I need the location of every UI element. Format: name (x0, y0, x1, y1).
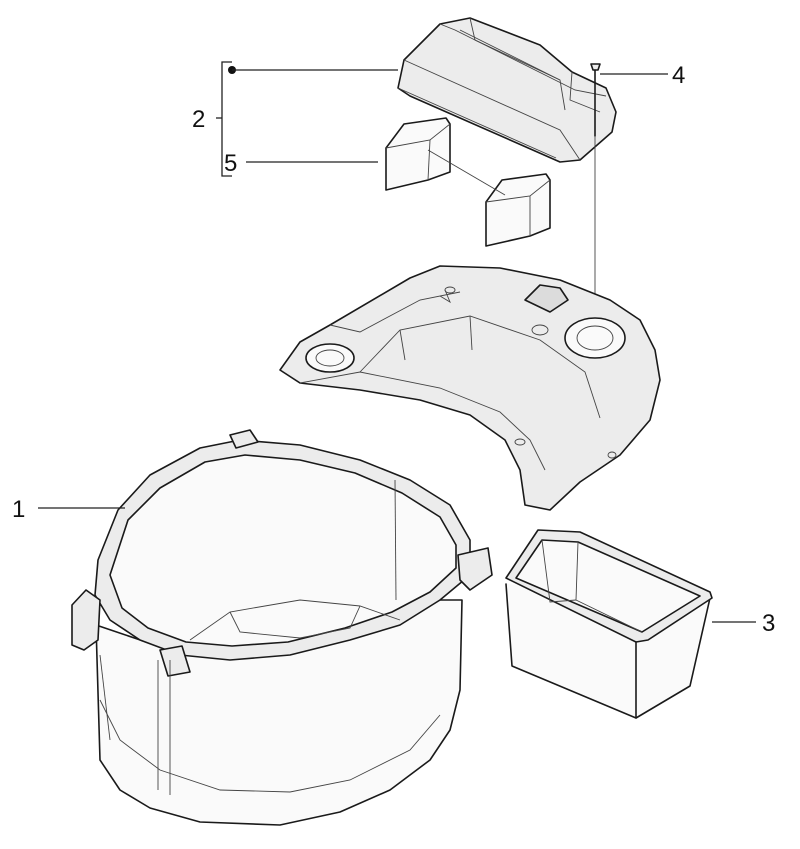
callout-1: 1 (12, 496, 25, 523)
callout-5: 5 (224, 150, 237, 177)
callout-leaders (38, 61, 756, 623)
filter-pad-right (485, 173, 551, 247)
frame-plate-part (279, 265, 661, 511)
callout-labels: 1 2 3 4 5 (12, 62, 775, 637)
callout-3: 3 (762, 610, 775, 637)
tub-part (71, 429, 493, 826)
callout-4: 4 (672, 62, 685, 89)
box-insert-part (505, 529, 713, 719)
lid-part (397, 17, 617, 163)
filter-pad-left (385, 117, 451, 191)
filter-link-line (427, 149, 506, 196)
callout-2: 2 (192, 106, 205, 133)
